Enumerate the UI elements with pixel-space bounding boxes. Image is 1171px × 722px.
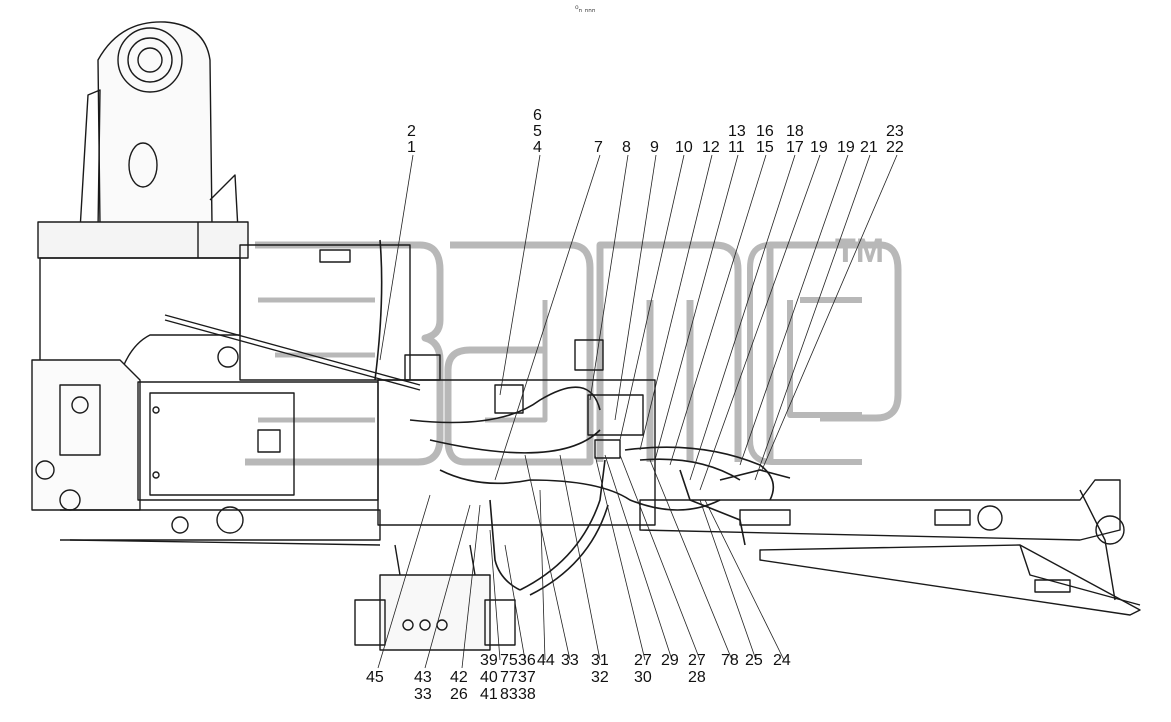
callout-label: 21 (860, 139, 878, 156)
frame-assembly (31, 21, 1141, 651)
callout-label: 9 (650, 139, 659, 156)
callout-label: 37 (518, 669, 536, 686)
callout-label: 32 (591, 669, 609, 686)
callout-label: 27 (634, 652, 652, 669)
callout-label: 5 (533, 123, 542, 140)
callout-label: 15 (756, 139, 774, 156)
callout-label: 40 (480, 669, 498, 686)
callout-label: 23 (886, 123, 904, 140)
callout-label: 18 (786, 123, 804, 140)
callout-label: 77 (500, 669, 518, 686)
callout-label: 10 (675, 139, 693, 156)
callout-label: 36 (518, 652, 536, 669)
callout-label: 16 (756, 123, 774, 140)
callout-label: 6 (533, 107, 542, 124)
callout-label: 17 (786, 139, 804, 156)
callouts-top: 6 5 4 2 1 7 8 9 10 12 13 11 16 15 18 17 … (407, 107, 904, 156)
callout-label: 78 (721, 652, 739, 669)
callout-label: 44 (537, 652, 555, 669)
callout-label: 19 (837, 139, 855, 156)
callouts-bottom: 45 43 33 42 26 39 40 41 75 77 83 36 37 3… (366, 652, 791, 703)
callout-label: 19 (810, 139, 828, 156)
callout-label: 38 (518, 686, 536, 703)
callout-label: 26 (450, 686, 468, 703)
callout-label: 30 (634, 669, 652, 686)
callout-label: 12 (702, 139, 720, 156)
watermark-logo (245, 241, 902, 466)
callout-label: 42 (450, 669, 468, 686)
header-note: ⁰ₙ ₙₙₙ (575, 4, 596, 14)
callout-label: 24 (773, 652, 791, 669)
callout-label: 39 (480, 652, 498, 669)
callout-label: 27 (688, 652, 706, 669)
callout-label: 2 (407, 123, 416, 140)
callout-label: 11 (728, 139, 745, 156)
callout-label: 22 (886, 139, 904, 156)
callout-label: 8 (622, 139, 631, 156)
callout-label: 29 (661, 652, 679, 669)
leader-lines (377, 154, 898, 669)
callout-label: 7 (594, 139, 603, 156)
callout-label: 1 (407, 139, 416, 156)
callout-label: 25 (745, 652, 763, 669)
callout-label: 41 (480, 686, 498, 703)
callout-label: 75 (500, 652, 518, 669)
callout-label: 33 (414, 686, 432, 703)
callout-label: 33 (561, 652, 579, 669)
callout-label: 45 (366, 669, 384, 686)
callout-label: 28 (688, 669, 706, 686)
callout-label: 31 (591, 652, 609, 669)
callout-label: 4 (533, 139, 542, 156)
callout-label: 13 (728, 123, 746, 140)
watermark-tm: TM (835, 232, 884, 270)
callout-label: 43 (414, 669, 432, 686)
callout-label: 83 (500, 686, 518, 703)
